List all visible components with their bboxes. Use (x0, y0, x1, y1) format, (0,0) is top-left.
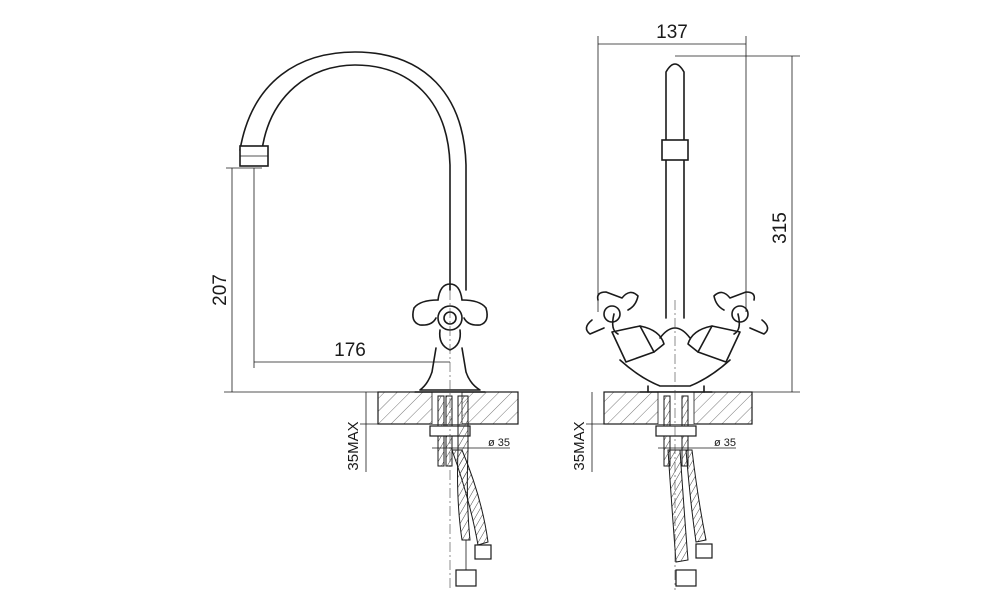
front-hole-dim: ø 35 (714, 437, 736, 449)
front-left-handle (585, 291, 665, 363)
front-hose-1 (672, 449, 707, 543)
side-hose-2 (451, 449, 489, 546)
front-hose-2 (667, 449, 689, 563)
side-mount-max: 35MAX (345, 421, 362, 470)
front-fixing-nut (655, 425, 697, 437)
front-mount-max: 35MAX (571, 421, 588, 470)
front-height-dim: 315 (770, 212, 791, 244)
side-spout (261, 64, 451, 291)
side-view: 207 176 35MAX ø 35 (210, 51, 519, 590)
front-spout (665, 63, 685, 319)
front-width-dim: 137 (656, 22, 688, 43)
side-reach-dim: 176 (334, 340, 366, 361)
front-right-handle (687, 291, 769, 363)
front-aerator (661, 139, 689, 161)
front-view: 137 315 35MAX ø 35 (571, 22, 800, 590)
side-hole-dim: ø 35 (488, 437, 510, 449)
side-height-dim: 207 (210, 274, 231, 306)
